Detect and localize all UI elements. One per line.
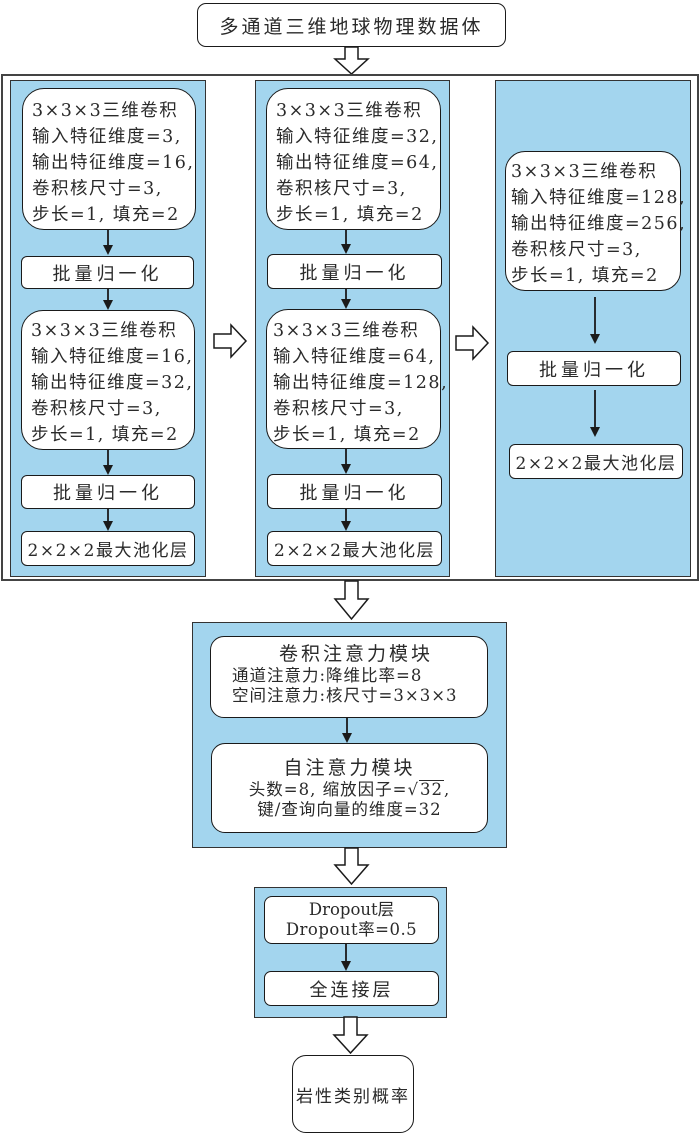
hollow-right-arrow-icon xyxy=(455,325,490,361)
conv-kernel: 卷积核尺寸=3, xyxy=(276,179,407,199)
self-attention-title: 自注意力模块 xyxy=(283,757,416,779)
conv-out-dim: 输出特征维度=64, xyxy=(276,153,439,173)
conv-stride-pad: 步长=1, 填充=2 xyxy=(276,205,424,225)
conv-in-dim: 输入特征维度=64, xyxy=(273,347,436,367)
hollow-down-arrow-icon xyxy=(333,46,370,76)
sqrt-expression: √32 xyxy=(407,780,444,800)
hollow-down-arrow-icon xyxy=(333,580,370,621)
stage-2-conv-2-box: 3×3×3三维卷积 输入特征维度=64, 输出特征维度=128, 卷积核尺寸=3… xyxy=(266,309,449,449)
pool-label: 2×2×2最大池化层 xyxy=(515,454,677,474)
conv-stride-pad: 步长=1, 填充=2 xyxy=(32,205,180,225)
conv-title: 3×3×3三维卷积 xyxy=(31,321,178,341)
conv-stride-pad: 步长=1, 填充=2 xyxy=(273,425,421,445)
stage-2-bn-1-box: 批量归一化 xyxy=(267,254,442,289)
down-arrow-icon xyxy=(103,289,113,310)
sqrt-radicand: 32 xyxy=(418,780,444,799)
dropout-rate: Dropout率=0.5 xyxy=(285,920,418,939)
conv-in-dim: 输入特征维度=32, xyxy=(276,127,439,147)
down-arrow-icon xyxy=(341,449,351,474)
heads-scale-prefix: 头数=8, 缩放因子= xyxy=(248,780,408,799)
stage-1-bn-1-box: 批量归一化 xyxy=(21,256,194,289)
pool-label: 2×2×2最大池化层 xyxy=(274,541,435,561)
conv-in-dim: 输入特征维度=16, xyxy=(31,347,194,367)
cbam-title: 卷积注意力模块 xyxy=(278,643,433,665)
dropout-box: Dropout层 Dropout率=0.5 xyxy=(264,896,439,944)
stage-1-conv-1-box: 3×3×3三维卷积 输入特征维度=3, 输出特征维度=16, 卷积核尺寸=3, … xyxy=(22,88,196,230)
self-attention-heads-scale: 头数=8, 缩放因子=√32, xyxy=(212,780,487,800)
down-arrow-icon xyxy=(590,297,600,344)
conv-kernel: 卷积核尺寸=3, xyxy=(32,179,163,199)
bn-label: 批量归一化 xyxy=(539,359,649,381)
conv-title: 3×3×3三维卷积 xyxy=(273,321,420,341)
sqrt-symbol: √ xyxy=(407,780,419,799)
input-data-box: 多通道三维地球物理数据体 xyxy=(197,3,506,47)
conv-out-dim: 输出特征维度=128, xyxy=(273,373,449,393)
pool-label: 2×2×2最大池化层 xyxy=(27,541,189,561)
self-attention-box: 自注意力模块 头数=8, 缩放因子=√32, 键/查询向量的维度=32 xyxy=(211,743,488,833)
input-data-label: 多通道三维地球物理数据体 xyxy=(219,15,484,38)
down-arrow-icon xyxy=(341,289,351,309)
down-arrow-icon xyxy=(590,390,600,437)
conv-kernel: 卷积核尺寸=3, xyxy=(273,399,404,419)
conv-in-dim: 输入特征维度=128, xyxy=(511,188,687,208)
conv-title: 3×3×3三维卷积 xyxy=(32,101,179,121)
bn-label: 批量归一化 xyxy=(299,262,410,284)
bn-label: 批量归一化 xyxy=(299,482,410,504)
cbam-spatial-attention: 空间注意力:核尺寸=3×3×3 xyxy=(232,686,458,705)
conv-stride-pad: 步长=1, 填充=2 xyxy=(511,266,659,286)
down-arrow-icon xyxy=(103,230,113,255)
stage-2-bn-2-box: 批量归一化 xyxy=(267,474,442,509)
dropout-title: Dropout层 xyxy=(308,900,395,919)
stage-1-conv-2-box: 3×3×3三维卷积 输入特征维度=16, 输出特征维度=32, 卷积核尺寸=3,… xyxy=(21,310,195,450)
hollow-down-arrow-icon xyxy=(332,1016,369,1055)
conv-out-dim: 输出特征维度=32, xyxy=(31,373,194,393)
stage-2-conv-1-box: 3×3×3三维卷积 输入特征维度=32, 输出特征维度=64, 卷积核尺寸=3,… xyxy=(266,88,441,230)
conv-kernel: 卷积核尺寸=3, xyxy=(31,399,162,419)
fc-layer-box: 全连接层 xyxy=(264,971,439,1006)
stage-3-pool-box: 2×2×2最大池化层 xyxy=(509,444,683,479)
hollow-down-arrow-icon xyxy=(333,847,370,886)
stage-1-pool-box: 2×2×2最大池化层 xyxy=(21,531,195,566)
self-attention-key-dim: 键/查询向量的维度=32 xyxy=(257,800,442,819)
stage-1-bn-2-box: 批量归一化 xyxy=(21,475,195,509)
down-arrow-icon xyxy=(341,509,351,531)
down-arrow-icon xyxy=(341,944,351,971)
fc-layer-label: 全连接层 xyxy=(309,979,394,1001)
heads-scale-suffix: , xyxy=(443,780,451,799)
bn-label: 批量归一化 xyxy=(52,263,163,285)
down-arrow-icon xyxy=(103,509,113,531)
cbam-box: 卷积注意力模块 通道注意力:降维比率=8 空间注意力:核尺寸=3×3×3 xyxy=(210,636,488,718)
conv-out-dim: 输出特征维度=16, xyxy=(32,153,195,173)
output-box: 岩性类别概率 xyxy=(292,1055,414,1133)
stage-2-pool-box: 2×2×2最大池化层 xyxy=(267,531,442,566)
hollow-right-arrow-icon xyxy=(213,323,248,359)
down-arrow-icon xyxy=(342,718,352,743)
conv-kernel: 卷积核尺寸=3, xyxy=(511,240,642,260)
conv-title: 3×3×3三维卷积 xyxy=(511,162,658,182)
bn-label: 批量归一化 xyxy=(53,483,163,504)
conv-out-dim: 输出特征维度=256, xyxy=(511,214,687,234)
stage-3-bn-1-box: 批量归一化 xyxy=(507,351,681,386)
cbam-channel-attention: 通道注意力:降维比率=8 xyxy=(232,666,423,685)
stage-3-conv-1-box: 3×3×3三维卷积 输入特征维度=128, 输出特征维度=256, 卷积核尺寸=… xyxy=(505,151,687,291)
output-label: 岩性类别概率 xyxy=(296,1086,410,1107)
conv-title: 3×3×3三维卷积 xyxy=(276,101,423,121)
conv-in-dim: 输入特征维度=3, xyxy=(32,127,182,147)
conv-stride-pad: 步长=1, 填充=2 xyxy=(31,425,179,445)
down-arrow-icon xyxy=(341,229,351,254)
down-arrow-icon xyxy=(103,450,113,475)
